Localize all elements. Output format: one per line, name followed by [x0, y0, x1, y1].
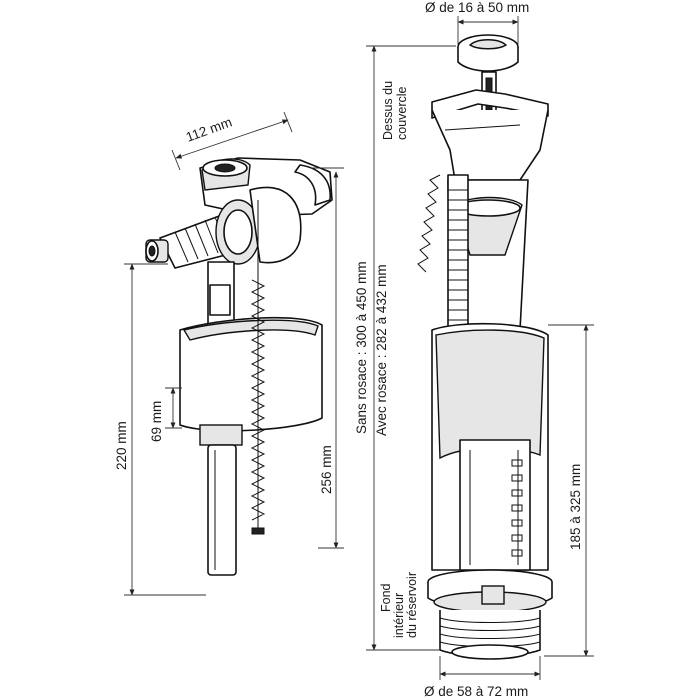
without-rosette-label: Sans rosace : 300 à 450 mm — [354, 261, 369, 434]
tank-bottom-label-2: intérieur — [392, 593, 406, 638]
lid-top-label-2: couvercle — [395, 86, 409, 140]
height-69-label: 69 mm — [149, 401, 164, 442]
tank-bottom-label-3: du réservoir — [405, 572, 419, 638]
height-220-label: 220 mm — [114, 421, 129, 470]
fill-valve-dimensions — [124, 111, 344, 596]
diameter-bottom-label: Ø de 58 à 72 mm — [424, 684, 528, 699]
lid-top-label-1: Dessus du — [381, 81, 395, 140]
with-rosette-label: Avec rosace : 282 à 432 mm — [374, 264, 389, 436]
flush-valve-dimensions — [366, 16, 594, 680]
fill-valve-drawing — [145, 157, 333, 576]
height-256-label: 256 mm — [319, 445, 334, 494]
diameter-top-label: Ø de 16 à 50 mm — [425, 0, 529, 15]
height-185-325-label: 185 à 325 mm — [568, 464, 583, 550]
width-112-label: 112 mm — [184, 114, 234, 144]
tank-bottom-label-1: Fond — [379, 583, 393, 612]
flush-valve-drawing — [417, 34, 553, 660]
